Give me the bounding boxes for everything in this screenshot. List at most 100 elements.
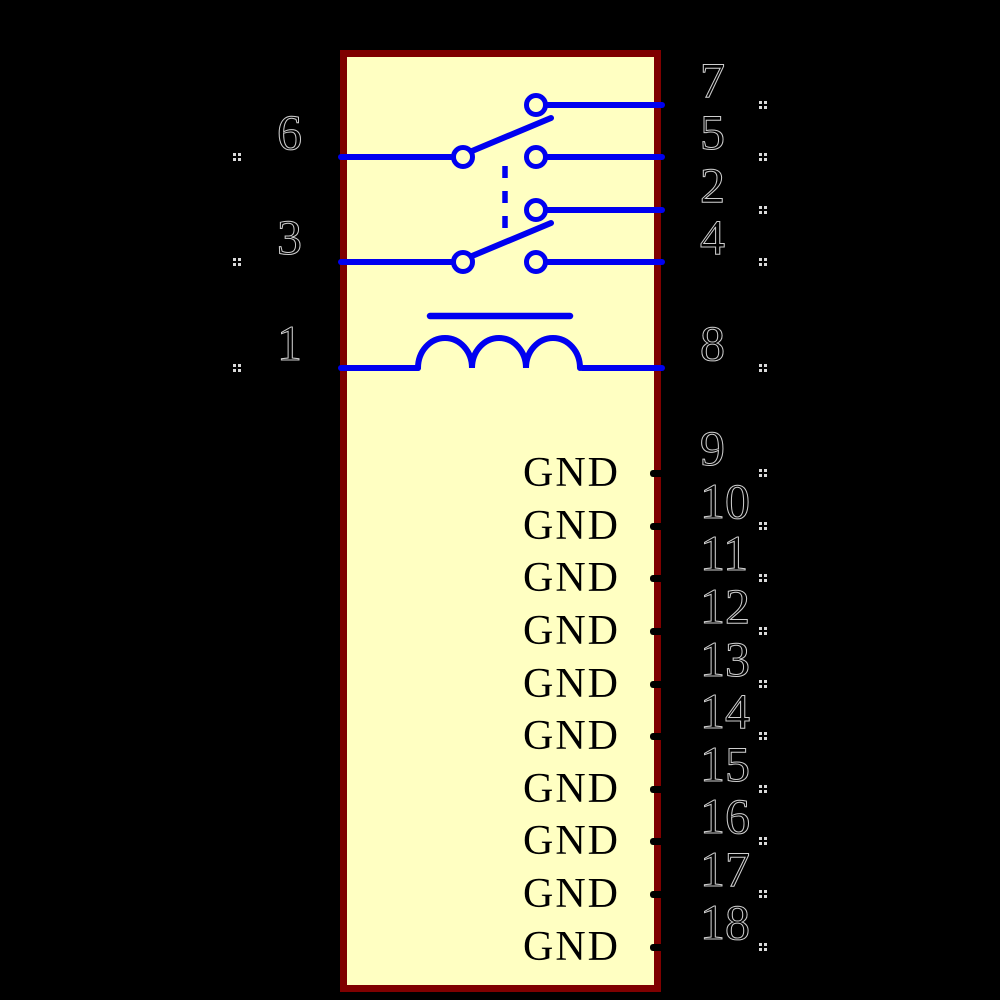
pin-17-number: 17 [700,841,751,897]
pin-end-dot [764,627,767,630]
pin-end-dot [759,106,762,109]
pin-end-dot [764,364,767,367]
switch-a-throw-contact-top [524,93,548,117]
pin-end-marker [759,258,767,266]
pin-10-stub [650,523,667,530]
pin-end-dot [759,474,762,477]
pin-9-stub [650,470,667,477]
pin-12-stub [650,628,667,635]
pin-end-dot [238,364,241,367]
pin-14-name-label: GND [523,713,620,759]
pin-end-marker [759,364,767,372]
pin-16-stub [650,838,667,845]
pin-11-name-label: GND [523,555,620,601]
pin-end-dot [233,258,236,261]
pin-13-name-label: GND [523,661,620,707]
pin-end-dot [759,206,762,209]
pin-4-number: 4 [700,209,726,265]
pin-15-number: 15 [700,736,751,792]
pin-7-number: 7 [700,52,726,108]
pin-end-dot [759,890,762,893]
pin-end-dot [759,837,762,840]
pin-12-name-label: GND [523,608,620,654]
pin-end-dot [759,842,762,845]
pin-end-dot [759,522,762,525]
pin-end-dot [764,369,767,372]
pin-15-stub [650,786,667,793]
pin-10-name-label: GND [523,503,620,549]
pin-11-stub [650,575,667,582]
pin-end-dot [759,685,762,688]
pin-end-dot [764,158,767,161]
pin-16-name-label: GND [523,818,620,864]
pin-9-number: 9 [700,420,726,476]
pin-17-stub [650,891,667,898]
pin-end-dot [238,158,241,161]
coil-winding [415,335,583,371]
pin-end-dot [764,632,767,635]
pin-8-number: 8 [700,315,726,371]
pin-3-number: 3 [277,209,303,265]
pin-end-dot [759,737,762,740]
pin-end-dot [759,211,762,214]
pin-end-dot [764,948,767,951]
pin-end-dot [759,680,762,683]
pin-end-marker [759,522,767,530]
pin-end-marker [759,732,767,740]
pin-end-dot [759,469,762,472]
pin-end-dot [759,364,762,367]
switch-b-common-contact [451,250,475,274]
pin-end-dot [759,943,762,946]
pin-end-marker [233,153,241,161]
pin-end-dot [764,895,767,898]
pin-end-dot [759,369,762,372]
pin-18-name-label: GND [523,924,620,970]
pin-end-marker [759,153,767,161]
pin-end-dot [764,837,767,840]
pin-end-dot [233,153,236,156]
pin-end-dot [759,948,762,951]
pin-12-number: 12 [700,578,751,634]
pin-end-dot [764,685,767,688]
pin-end-dot [238,153,241,156]
pin-end-dot [759,732,762,735]
pin-end-dot [759,263,762,266]
pin-end-dot [764,680,767,683]
pin-end-dot [238,263,241,266]
pin-end-dot [764,206,767,209]
pin-18-number: 18 [700,894,751,950]
switch-b-throw-contact-bottom [524,250,548,274]
pin-end-dot [764,211,767,214]
pin-end-marker [759,943,767,951]
pin-end-dot [764,574,767,577]
pin-end-dot [764,527,767,530]
pin-end-dot [764,579,767,582]
pin-end-dot [764,943,767,946]
pin-end-dot [233,263,236,266]
pin-end-marker [759,101,767,109]
pin-15-name-label: GND [523,766,620,812]
pin-end-marker [759,206,767,214]
pin-end-dot [233,369,236,372]
pin-end-dot [759,153,762,156]
pin-1-number: 1 [277,315,303,371]
pin-end-dot [238,369,241,372]
pin-end-dot [764,842,767,845]
pin-end-marker [759,837,767,845]
switch-a-common-contact [451,145,475,169]
pin-14-number: 14 [700,683,751,739]
pin-end-marker [759,680,767,688]
switch-a-arm [469,115,554,154]
pin-end-marker [759,785,767,793]
pin-end-dot [759,895,762,898]
pin-end-dot [764,732,767,735]
switch-b-throw-contact-top [524,198,548,222]
pin-18-stub [650,944,667,951]
pin-9-name-label: GND [523,450,620,496]
pin-end-dot [764,890,767,893]
pin-end-dot [764,153,767,156]
pin-end-marker [233,258,241,266]
pin-end-dot [759,632,762,635]
